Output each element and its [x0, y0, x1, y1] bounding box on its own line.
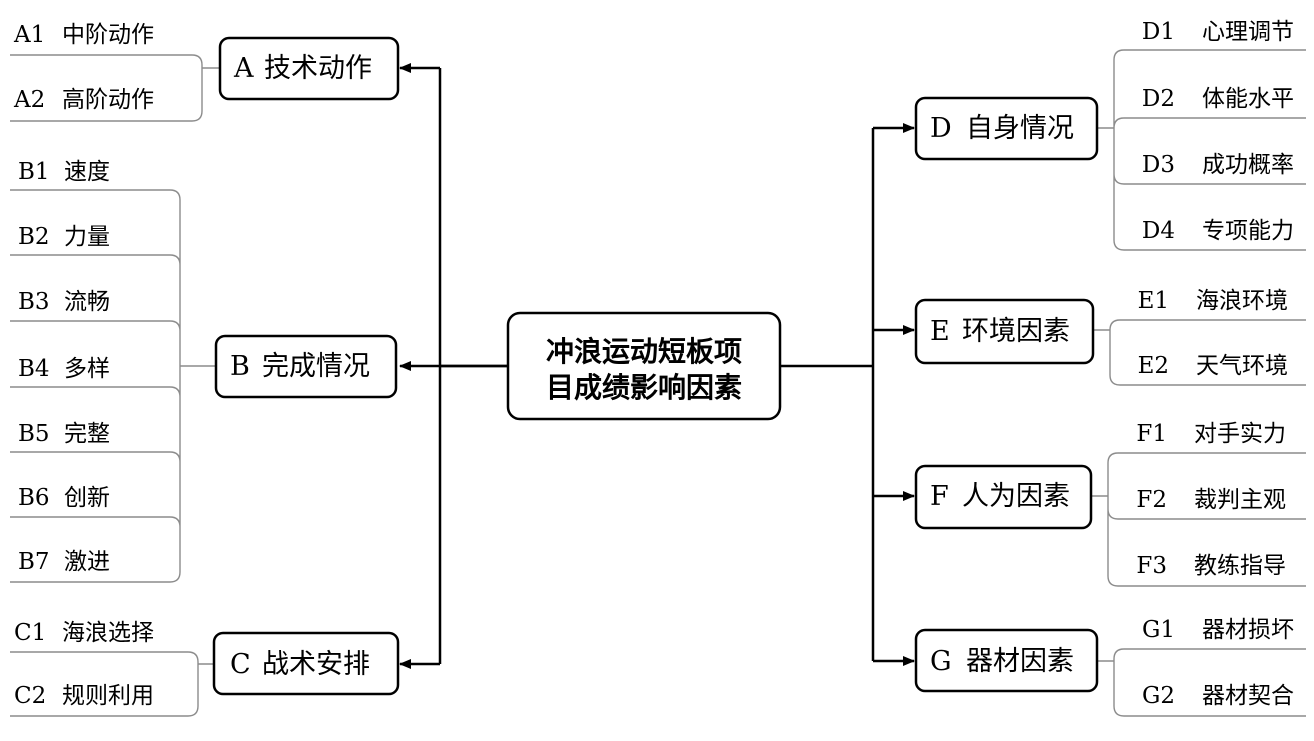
- root-node: 冲浪运动短板项 目成绩影响因素: [506, 311, 782, 421]
- leaf-f3-label: 教练指导: [1194, 553, 1286, 579]
- bracket-g: [1097, 648, 1306, 717]
- leaf-b3-label: 流畅: [64, 289, 110, 315]
- node-a: A 技术动作: [218, 36, 400, 101]
- leaf-a1-code: A1: [13, 22, 45, 48]
- leaf-f2-code: F2: [1136, 487, 1167, 513]
- right-connectors: [780, 123, 915, 666]
- leaf-a1-label: 中阶动作: [62, 22, 154, 48]
- leaves-c: C1 海浪选择 C2 规则利用: [14, 620, 154, 709]
- leaf-brackets: [10, 49, 1306, 717]
- leaf-b6-label: 创新: [64, 485, 110, 511]
- node-f: F 人为因素: [914, 464, 1093, 530]
- leaf-g1-label: 器材损坏: [1202, 617, 1294, 643]
- leaf-c2-code: C2: [14, 683, 46, 709]
- leaf-b2-code: B2: [18, 224, 50, 250]
- leaf-c2-label: 规则利用: [62, 683, 154, 709]
- leaf-d2-label: 体能水平: [1202, 86, 1294, 112]
- node-e-code: E: [930, 316, 950, 347]
- leaf-b6-code: B6: [18, 485, 50, 511]
- leaf-b3-code: B3: [18, 289, 50, 315]
- left-connectors: [399, 63, 508, 669]
- leaves-g: G1 器材损坏 G2 器材契合: [1142, 617, 1294, 709]
- node-b: B 完成情况: [214, 334, 398, 399]
- node-c-label: 战术安排: [262, 649, 370, 680]
- leaf-a2-code: A2: [13, 87, 45, 113]
- leaf-g2-label: 器材契合: [1202, 683, 1294, 709]
- leaf-d1-label: 心理调节: [1202, 19, 1294, 45]
- bracket-a: [10, 54, 220, 122]
- leaves-d: D1 心理调节 D2 体能水平 D3 成功概率 D4 专项能力: [1142, 19, 1294, 244]
- leaf-b4-label: 多样: [64, 356, 110, 382]
- bracket-e: [1093, 319, 1306, 386]
- root-title-line-1: 冲浪运动短板项: [546, 335, 742, 368]
- node-b-code: B: [230, 351, 250, 382]
- bracket-d: [1097, 49, 1306, 251]
- node-c: C 战术安排: [212, 631, 400, 696]
- node-c-code: C: [230, 649, 251, 680]
- bracket-f: [1091, 452, 1306, 587]
- node-a-code: A: [233, 53, 254, 84]
- root-title-line-2: 目成绩影响因素: [546, 371, 742, 404]
- node-g: G 器材因素: [914, 628, 1099, 693]
- leaf-c1-code: C1: [14, 620, 46, 646]
- leaf-b5-code: B5: [18, 421, 50, 447]
- leaf-e1-code: E1: [1138, 288, 1169, 314]
- node-e-label: 环境因素: [962, 316, 1070, 347]
- node-g-label: 器材因素: [966, 646, 1074, 677]
- node-d: D 自身情况: [914, 96, 1099, 161]
- leaf-e2-label: 天气环境: [1196, 353, 1288, 379]
- leaf-g1-code: G1: [1142, 617, 1175, 643]
- node-f-code: F: [930, 481, 949, 512]
- node-b-label: 完成情况: [262, 351, 370, 382]
- leaf-c1-label: 海浪选择: [62, 620, 154, 646]
- leaf-b5-label: 完整: [64, 421, 110, 447]
- node-d-code: D: [930, 113, 952, 144]
- leaf-f1-code: F1: [1136, 421, 1167, 447]
- leaf-b4-code: B4: [18, 356, 50, 382]
- node-a-label: 技术动作: [264, 53, 372, 84]
- leaves-e: E1 海浪环境 E2 天气环境: [1138, 288, 1288, 379]
- bracket-c: [10, 651, 214, 717]
- leaf-d2-code: D2: [1142, 86, 1175, 112]
- leaf-f3-code: F3: [1136, 553, 1167, 579]
- bracket-b: [10, 189, 216, 583]
- leaf-f2-label: 裁判主观: [1194, 487, 1286, 513]
- leaves-f: F1 对手实力 F2 裁判主观 F3 教练指导: [1136, 421, 1286, 579]
- node-g-code: G: [930, 646, 952, 677]
- leaf-b7-code: B7: [18, 549, 50, 575]
- leaf-a2-label: 高阶动作: [62, 87, 154, 113]
- leaves-a: A1 中阶动作 A2 高阶动作: [13, 22, 154, 113]
- leaf-f1-label: 对手实力: [1194, 421, 1286, 447]
- leaf-d1-code: D1: [1142, 19, 1175, 45]
- leaves-b: B1 速度 B2 力量 B3 流畅 B4 多样 B5 完整 B6 创新 B7 激…: [18, 159, 110, 575]
- node-e: E 环境因素: [914, 298, 1095, 365]
- leaf-b2-label: 力量: [64, 224, 110, 250]
- node-d-label: 自身情况: [966, 113, 1074, 144]
- leaf-d3-label: 成功概率: [1202, 152, 1294, 178]
- leaf-d4-code: D4: [1142, 218, 1175, 244]
- leaf-e2-code: E2: [1138, 353, 1169, 379]
- leaf-d4-label: 专项能力: [1202, 218, 1294, 244]
- leaf-e1-label: 海浪环境: [1196, 288, 1288, 314]
- leaf-b1-code: B1: [18, 159, 50, 185]
- leaf-b1-label: 速度: [64, 159, 110, 185]
- leaf-g2-code: G2: [1142, 683, 1175, 709]
- node-f-label: 人为因素: [962, 481, 1070, 512]
- leaf-b7-label: 激进: [64, 549, 110, 575]
- leaf-d3-code: D3: [1142, 152, 1175, 178]
